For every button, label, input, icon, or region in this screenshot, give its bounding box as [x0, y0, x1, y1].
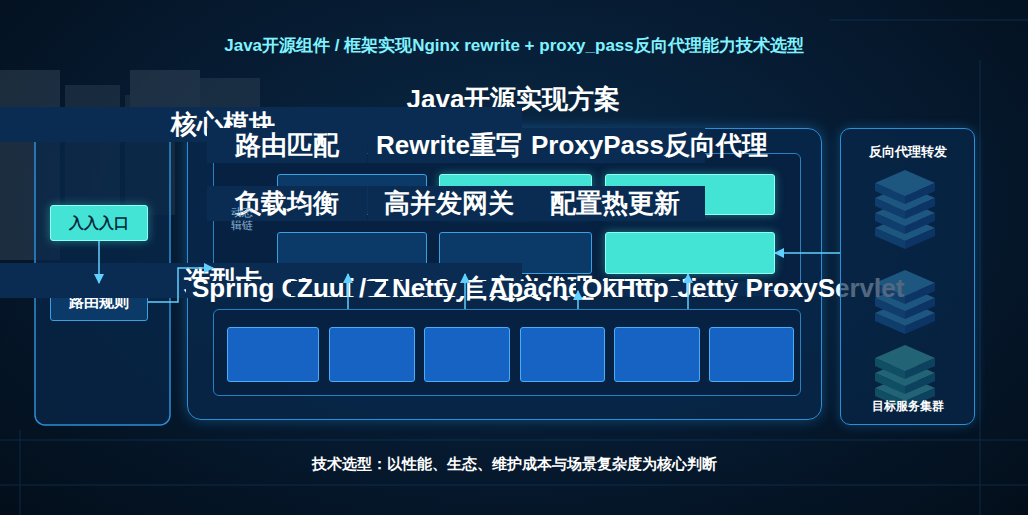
- node-label: Rewrite重写: [368, 128, 531, 163]
- diagram-title: Java开源组件 / 框架实现Nginx rewrite + proxy_pas…: [0, 34, 1028, 57]
- node-label: Netty 自定义代理: [386, 281, 482, 296]
- node-label: Spring Cloud Gateway: [186, 281, 288, 296]
- target-panel: 反向代理转发目标服务集群: [840, 128, 975, 425]
- option-card: Zuul / Zuul 2: [329, 327, 415, 382]
- option-card: Spring Cloud Gateway: [227, 327, 319, 382]
- flow-arrow: [687, 274, 689, 309]
- side-note: 动态 辑链: [224, 206, 260, 232]
- node-label: 入入入口: [69, 214, 129, 233]
- flow-arrow: [577, 291, 579, 309]
- node-sublabel: 目标服务集群: [841, 398, 974, 415]
- flow-arrow: [148, 268, 213, 302]
- node-label: 路由匹配: [207, 128, 367, 163]
- flow-arrow: [775, 252, 840, 254]
- module-box: 配置热更新: [605, 232, 775, 274]
- entry-box: 入入入口: [50, 205, 148, 241]
- option-card: Jetty ProxyServlet: [709, 327, 794, 382]
- node-label: 高并发网关: [368, 186, 531, 221]
- flow-arrow: [464, 274, 466, 309]
- solution-panel: Java开源实现方案核心模块路由匹配Rewrite重写ProxyPass反向代理…: [187, 128, 822, 420]
- flow-arrow: [347, 274, 349, 309]
- node-label: Apache HTTP Client: [483, 281, 578, 296]
- option-group: 选型卡Spring Cloud GatewayZuul / Zuul 2Nett…: [213, 309, 801, 396]
- option-card: OkHttp: [614, 327, 700, 382]
- node-label: 配置热更新: [525, 186, 705, 221]
- flow-arrow: [98, 241, 100, 283]
- node-label: ProxyPass反向代理: [525, 128, 705, 163]
- diagram-caption: 技术选型：以性能、生态、维护成本与场景复杂度为核心判断: [0, 455, 1028, 474]
- option-card: Apache HTTP Client: [520, 327, 605, 382]
- node-label: Zuul / Zuul 2: [291, 281, 387, 296]
- node-label: 反向代理转发: [841, 143, 974, 161]
- node-label: Jetty ProxyServlet: [672, 281, 767, 296]
- option-card: Netty 自定义代理: [424, 327, 510, 382]
- node-label: OkHttp: [576, 281, 672, 296]
